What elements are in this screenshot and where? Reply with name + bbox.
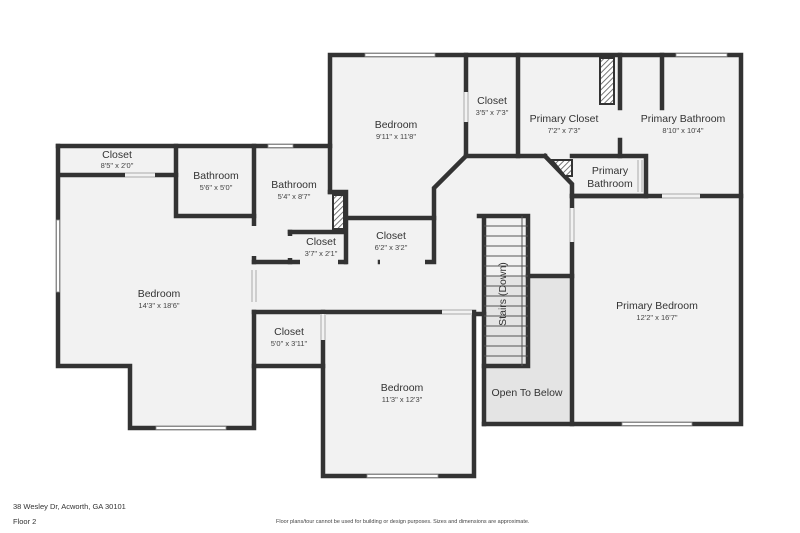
room-name-line-2: Bathroom [587,178,633,190]
room-labels: Closet 8'5" x 2'0" Bathroom 5'6" x 5'0" … [101,95,726,404]
windows [56,53,727,478]
stair-treads [484,216,528,366]
hatched-chases [332,57,615,230]
floor-label: Floor 2 [13,517,37,526]
address: 38 Wesley Dr, Acworth, GA 30101 [13,502,126,511]
open-to-below-label: Open To Below [491,387,562,399]
room-dimensions: 8'5" x 2'0" [101,161,134,170]
room-primary-closet: Primary Closet 7'2" x 7'3" [530,113,599,135]
room-dimensions: 8'10" x 10'4" [662,126,703,135]
room-bathroom-2: Bathroom 5'4" x 8'7" [271,179,317,201]
stairs-label: Stairs (Down) [497,262,509,326]
room-name: Bedroom [381,382,424,394]
room-bedroom-bottom: Bedroom 11'3" x 12'3" [381,382,424,404]
room-stairs: Stairs (Down) [497,262,509,326]
room-bedroom-top: Bedroom 9'11" x 11'8" [375,119,418,141]
room-bathroom-1: Bathroom 5'6" x 5'0" [193,170,239,192]
room-dimensions: 5'0" x 3'11" [271,339,308,348]
door-openings [125,92,700,340]
room-dimensions: 9'11" x 11'8" [376,132,416,141]
room-name: Closet [477,95,507,107]
room-closet-nw: Closet 8'5" x 2'0" [101,149,134,170]
disclaimer: Floor plans/tour cannot be used for buil… [276,519,530,525]
door-jambs [125,92,700,340]
room-name-line-1: Primary [592,165,629,177]
room-name: Primary Bathroom [641,113,726,125]
room-dimensions: 3'7" x 2'1" [305,249,338,258]
room-name: Closet [376,230,406,242]
room-bedroom-left: Bedroom 14'3" x 18'6" [138,288,181,310]
room-open-to-below: Open To Below [491,387,562,399]
room-primary-bedroom: Primary Bedroom 12'2" x 16'7" [616,300,698,322]
room-dimensions: 6'2" x 3'2" [375,243,408,252]
room-dimensions: 12'2" x 16'7" [636,313,677,322]
room-dimensions: 14'3" x 18'6" [138,301,179,310]
room-name: Bedroom [375,119,418,131]
room-dimensions: 7'2" x 7'3" [548,126,581,135]
room-dimensions: 5'6" x 5'0" [200,183,233,192]
room-name: Closet [102,149,132,161]
room-closet-mid: Closet 6'2" x 3'2" [375,230,408,252]
room-dimensions: 11'3" x 12'3" [382,395,423,404]
room-name: Closet [306,236,336,248]
room-primary-bathroom-small: Primary Bathroom [587,165,633,190]
room-dimensions: 5'4" x 8'7" [278,192,311,201]
room-name: Closet [274,326,304,338]
room-closet-small: Closet 3'7" x 2'1" [305,236,338,258]
room-primary-bathroom: Primary Bathroom 8'10" x 10'4" [641,113,726,135]
room-name: Bathroom [271,179,317,191]
room-closet-lower: Closet 5'0" x 3'11" [271,326,308,348]
room-name: Primary Closet [530,113,599,125]
room-name: Primary Bedroom [616,300,698,312]
room-dimensions: 3'5" x 7'3" [476,108,509,117]
room-closet-top: Closet 3'5" x 7'3" [476,95,509,117]
window-frames [56,53,728,478]
room-name: Bathroom [193,170,239,182]
room-name: Bedroom [138,288,181,300]
